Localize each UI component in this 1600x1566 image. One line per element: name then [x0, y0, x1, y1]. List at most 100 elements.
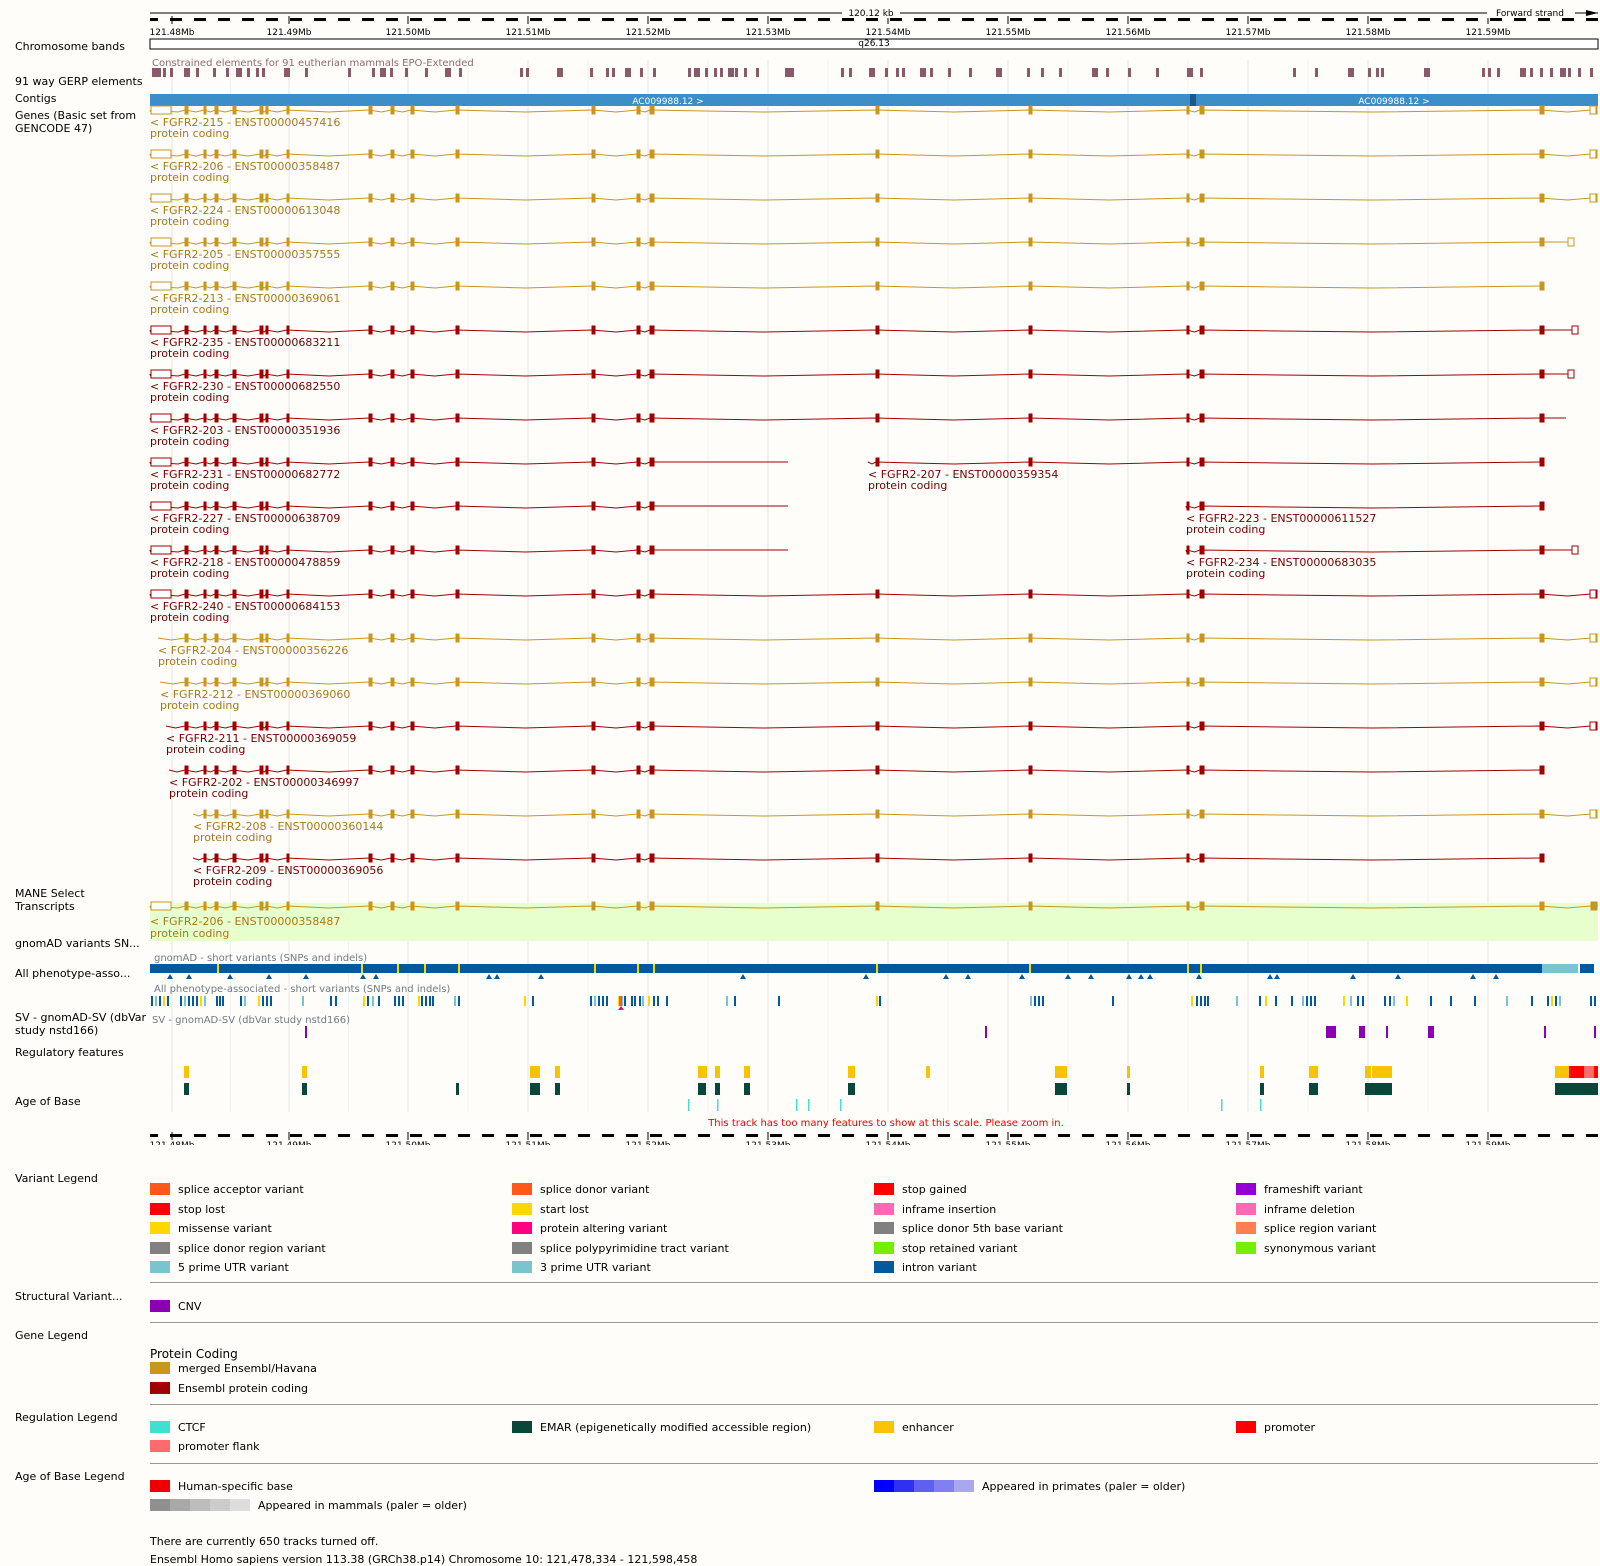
exon [591, 809, 596, 819]
exon [1028, 105, 1033, 115]
phenotype-variant [155, 996, 157, 1006]
gnomad-missense [594, 964, 596, 973]
gnomad-indel-marker [1138, 974, 1144, 979]
exon [455, 545, 460, 555]
legend-label: splice acceptor variant [178, 1183, 304, 1196]
ruler-segment [446, 1134, 458, 1137]
legend-swatch [150, 1382, 170, 1394]
gerp-element [785, 68, 791, 77]
intron-line [149, 417, 1566, 421]
legend-swatch [874, 1421, 894, 1433]
gerp-element [1041, 68, 1044, 77]
intron-line [149, 505, 788, 509]
ruler-segment [1022, 1134, 1034, 1137]
exon [875, 457, 880, 467]
gnomad-variants-track[interactable]: gnomAD - short variants (SNPs and indels… [150, 953, 1594, 979]
exon [1539, 149, 1545, 159]
phenotype-variant [1590, 996, 1592, 1006]
gerp-element [405, 68, 408, 77]
mane-transcript-name[interactable]: < FGFR2-206 - ENST00000358487 [150, 915, 340, 928]
exon [259, 413, 264, 423]
ruler-segment [374, 18, 386, 21]
structural-variants-track[interactable]: SV - gnomAD-SV (dbVar study nstd166) [152, 1015, 1596, 1038]
phenotype-variants-track[interactable]: All phenotype-associated - short variant… [151, 984, 1596, 1010]
exon [649, 501, 655, 511]
legend-label: intron variant [902, 1261, 977, 1274]
ruler-segment [350, 1134, 362, 1137]
ruler-segment [278, 1134, 290, 1137]
transcript-biotype: protein coding [150, 303, 229, 316]
mane-exon [410, 901, 415, 911]
transcript-biotype: protein coding [150, 259, 229, 272]
exon [455, 413, 460, 423]
gnomad-missense [1187, 964, 1189, 973]
exon [1028, 457, 1033, 467]
legend-swatch [1236, 1202, 1256, 1215]
exon [203, 413, 207, 423]
regulatory-features-track[interactable] [184, 1066, 1598, 1111]
mane-exon [636, 901, 641, 911]
utr-exon [1567, 369, 1575, 379]
phenotype-variant [532, 996, 534, 1006]
exon [265, 633, 269, 643]
exon [203, 457, 207, 467]
exon [368, 237, 373, 247]
contig-track[interactable]: AC009988.12 > AC009988.12 > [150, 94, 1598, 107]
exon [184, 413, 189, 423]
transcript-name: < FGFR2-202 - ENST00000346997 [169, 776, 359, 789]
legend-label: stop gained [902, 1183, 967, 1196]
gerp-element [284, 68, 290, 77]
ruler-segment [398, 1134, 410, 1137]
tick-label: 121.56Mb [1106, 1141, 1151, 1145]
intron-line [165, 725, 1596, 729]
exon [286, 809, 290, 819]
exon [203, 545, 207, 555]
transcript-biotype: protein coding [150, 435, 229, 448]
exon [410, 457, 415, 467]
exon [286, 325, 290, 335]
exon [259, 677, 264, 687]
gerp-element [1550, 68, 1553, 77]
gnomad-intron-block [150, 964, 1542, 973]
gerp-element [885, 68, 888, 77]
phenotype-variant [196, 996, 198, 1006]
transcript-name: < FGFR2-235 - ENST00000683211 [150, 336, 340, 349]
exon [1199, 193, 1205, 203]
exon [259, 369, 264, 379]
exon [232, 193, 237, 203]
gnomad-indel-marker [303, 974, 309, 979]
gerp-element [1156, 68, 1159, 77]
regulatory-enhancer [555, 1066, 560, 1078]
gnomad-indel-marker [863, 974, 869, 979]
phenotype-variant [1393, 996, 1395, 1006]
exon [649, 633, 655, 643]
mane-track[interactable]: < FGFR2-206 - ENST00000358487 protein co… [149, 901, 1598, 941]
phenotype-variant [876, 996, 878, 1006]
utr-exon [1571, 545, 1579, 555]
transcript-name: < FGFR2-240 - ENST00000684153 [150, 600, 340, 613]
